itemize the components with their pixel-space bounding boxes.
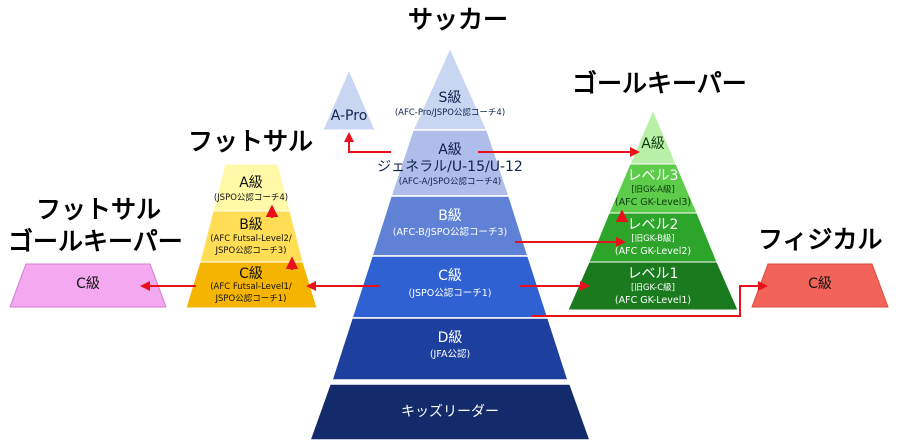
soccer-b-sub: (AFC-B/JSPO公認コーチ3) <box>392 227 508 238</box>
goalkeeper-heading: ゴールキーパー <box>572 69 747 98</box>
soccer-c-sub: (JSPO公認コーチ1) <box>408 288 492 299</box>
arrow-soccer-c-to-physical-c <box>532 281 768 317</box>
futsal-gk-c-label: C級 <box>76 276 100 292</box>
gk-l1-sub1: [旧GK-C級] <box>631 283 675 293</box>
soccer-s-title: S級 <box>438 90 462 106</box>
soccer-kids-tier <box>308 383 592 441</box>
soccer-a-title: A級 <box>438 142 462 158</box>
gk-l3-sub2: (AFC GK-Level3) <box>614 197 692 208</box>
futsal-b-title: B級 <box>239 217 263 233</box>
gk-l2-title: レベル2 <box>627 217 679 233</box>
gk-l3-title: レベル3 <box>627 168 679 184</box>
gk-l1-title: レベル1 <box>627 266 679 282</box>
gk-l2-sub2: (AFC GK-Level2) <box>614 246 692 257</box>
futsal-gk-c-box <box>9 263 167 308</box>
soccer-d-sub: (JFA公認) <box>429 349 471 360</box>
physical-c-label: C級 <box>808 276 832 292</box>
physical-heading: フィジカル <box>758 225 883 254</box>
soccer-d-tier <box>330 317 570 381</box>
arrow-soccer-a-to-apro <box>344 132 391 153</box>
futsal-heading: フットサル <box>188 127 314 156</box>
soccer-heading: サッカー <box>408 5 509 34</box>
gk-l2-sub1: [旧GK-B級] <box>631 234 675 244</box>
soccer-c-tier <box>350 255 550 319</box>
gk-a-label: A級 <box>641 136 665 152</box>
soccer-d-title: D級 <box>437 330 463 346</box>
futsal-c-sub1: (AFC Futsal-Level1/ <box>210 282 292 292</box>
physical-c-box <box>751 263 889 308</box>
gk-l1-sub2: (AFC GK-Level1) <box>614 295 692 306</box>
soccer-s-sub: (AFC-Pro/JSPO公認コーチ4) <box>394 108 506 118</box>
soccer-a-line2: ジェネラル/U-15/U-12 <box>377 159 523 175</box>
futsal-gk-heading-line2: ゴールキーパー <box>8 227 183 256</box>
futsal-c-title: C級 <box>239 266 263 282</box>
soccer-kids-label: キッズリーダー <box>401 404 499 420</box>
soccer-c-title: C級 <box>438 268 462 284</box>
soccer-b-tier <box>370 195 530 257</box>
apro-label: A-Pro <box>330 108 368 124</box>
gk-l3-sub1: [旧GK-A級] <box>631 185 675 195</box>
futsal-a-title: A級 <box>239 175 263 191</box>
apro-triangle <box>322 68 376 131</box>
soccer-a-sub: (AFC-A/JSPO公認コーチ4) <box>398 177 502 187</box>
soccer-b-title: B級 <box>438 208 462 224</box>
futsal-a-sub: (JSPO公認コーチ4) <box>213 193 289 203</box>
futsal-b-sub2: JSPO公認コーチ3) <box>215 246 287 256</box>
futsal-gk-heading-line1: フットサル <box>36 195 162 224</box>
futsal-c-sub2: JSPO公認コーチ1) <box>215 294 287 304</box>
futsal-b-sub1: (AFC Futsal-Level2/ <box>210 234 292 244</box>
futsal-c-tier <box>185 261 318 309</box>
gk-l1-tier <box>567 261 739 311</box>
